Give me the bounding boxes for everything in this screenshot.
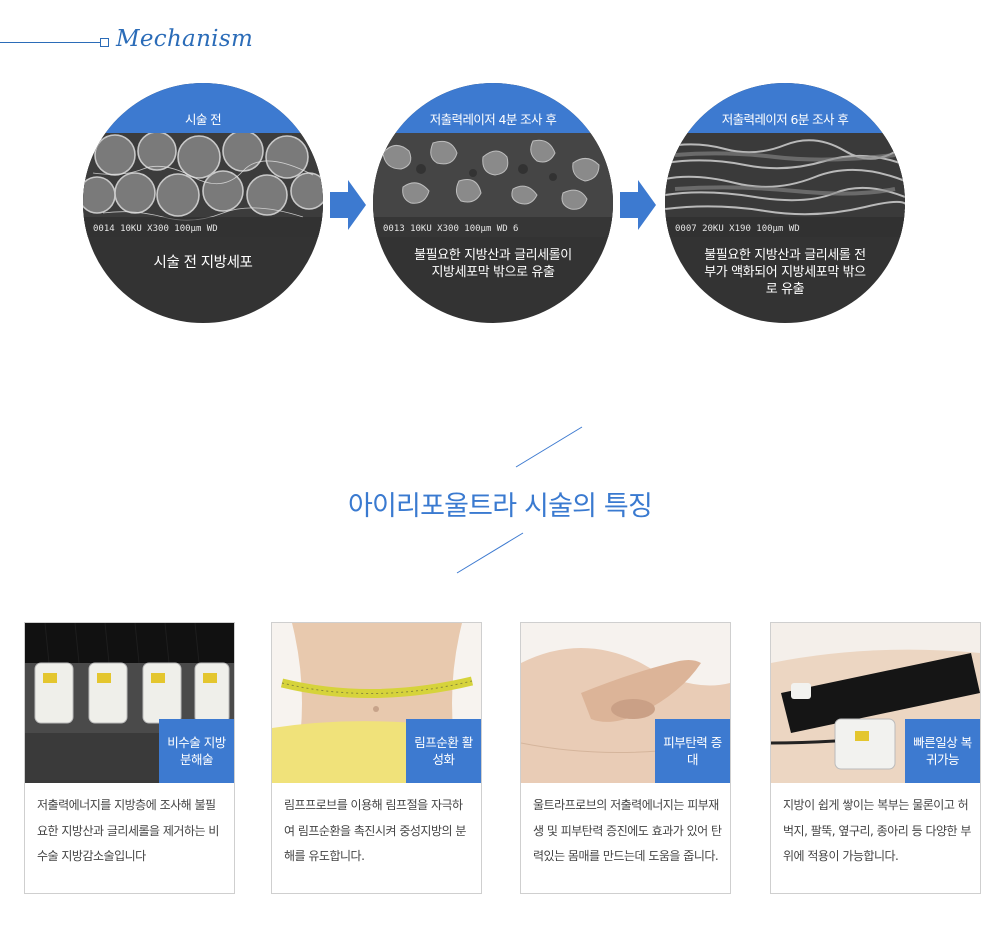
step-label-band: 저출력레이저 4분 조사 후 xyxy=(373,83,613,133)
feature-description: 울트라프로브의 저출력에너지는 피부재생 및 피부탄력 증진에도 효과가 있어 … xyxy=(533,798,722,863)
step-caption: 시술 전 지방세포 xyxy=(153,255,253,271)
scale-text: 0013 10KU X300 100μm WD 6 xyxy=(383,224,518,234)
mechanism-step-1: 시술 전 0014 10KU X300 100μm WD 시술 전 지방세포 xyxy=(83,83,323,323)
step-label: 저출력레이저 6분 조사 후 xyxy=(721,112,849,127)
step-label-band: 시술 전 xyxy=(83,83,323,133)
scale-text: 0014 10KU X300 100μm WD xyxy=(93,224,218,234)
mechanism-step-2: 저출력레이저 4분 조사 후 0013 10KU X300 100μm WD 6 xyxy=(373,83,613,323)
feature-tag: 빠른일상 복귀가능 xyxy=(905,719,980,783)
feature-card-1: 비수술 지방분해술 저출력에너지를 지방층에 조사해 불필요한 지방산과 글리세… xyxy=(24,622,235,894)
step-caption: 불필요한 지방산과 글리세롤이 지방세포막 밖으로 유출 xyxy=(414,248,572,280)
feature-description: 지방이 쉽게 쌓이는 복부는 물론이고 허벅지, 팔뚝, 옆구리, 종아리 등 … xyxy=(783,798,971,863)
features-title: 아이리포울트라 시술의 특징 xyxy=(347,491,653,522)
mechanism-step-3: 저출력레이저 6분 조사 후 0007 20KU X190 100μm WD 불… xyxy=(665,83,905,323)
arrow-right-icon xyxy=(620,180,656,230)
square-icon xyxy=(100,38,109,47)
diagonal-line-top xyxy=(515,426,583,468)
step-caption: 불필요한 지방산과 글리세롤 전부가 액화되어 지방세포막 밖으로 유출 xyxy=(704,248,866,297)
micrograph-image: 0014 10KU X300 100μm WD xyxy=(83,133,323,237)
mechanism-title: Mechanism xyxy=(116,26,254,52)
step-label: 시술 전 xyxy=(184,112,222,127)
feature-description: 림프프로브를 이용해 림프절을 자극하여 림프순환을 촉진시켜 중성지방의 분해… xyxy=(284,798,466,863)
step-label-band: 저출력레이저 6분 조사 후 xyxy=(665,83,905,133)
arrow-right-icon xyxy=(330,180,366,230)
micrograph-image: 0013 10KU X300 100μm WD 6 xyxy=(373,133,613,237)
mechanism-line xyxy=(0,42,100,43)
feature-card-4: 빠른일상 복귀가능 지방이 쉽게 쌓이는 복부는 물론이고 허벅지, 팔뚝, 옆… xyxy=(770,622,981,894)
micrograph-image: 0007 20KU X190 100μm WD xyxy=(665,133,905,237)
feature-card-3: 피부탄력 증대 울트라프로브의 저출력에너지는 피부재생 및 피부탄력 증진에도… xyxy=(520,622,731,894)
step-label: 저출력레이저 4분 조사 후 xyxy=(429,112,557,127)
feature-tag: 비수술 지방분해술 xyxy=(159,719,234,783)
scale-text: 0007 20KU X190 100μm WD xyxy=(675,224,800,234)
diagonal-line-bottom xyxy=(456,532,524,574)
feature-description: 저출력에너지를 지방층에 조사해 불필요한 지방산과 글리세롤을 제거하는 비수… xyxy=(37,798,219,863)
feature-tag: 림프순환 활성화 xyxy=(406,719,481,783)
feature-tag: 피부탄력 증대 xyxy=(655,719,730,783)
feature-card-2: 림프순환 활성화 림프프로브를 이용해 림프절을 자극하여 림프순환을 촉진시켜… xyxy=(271,622,482,894)
